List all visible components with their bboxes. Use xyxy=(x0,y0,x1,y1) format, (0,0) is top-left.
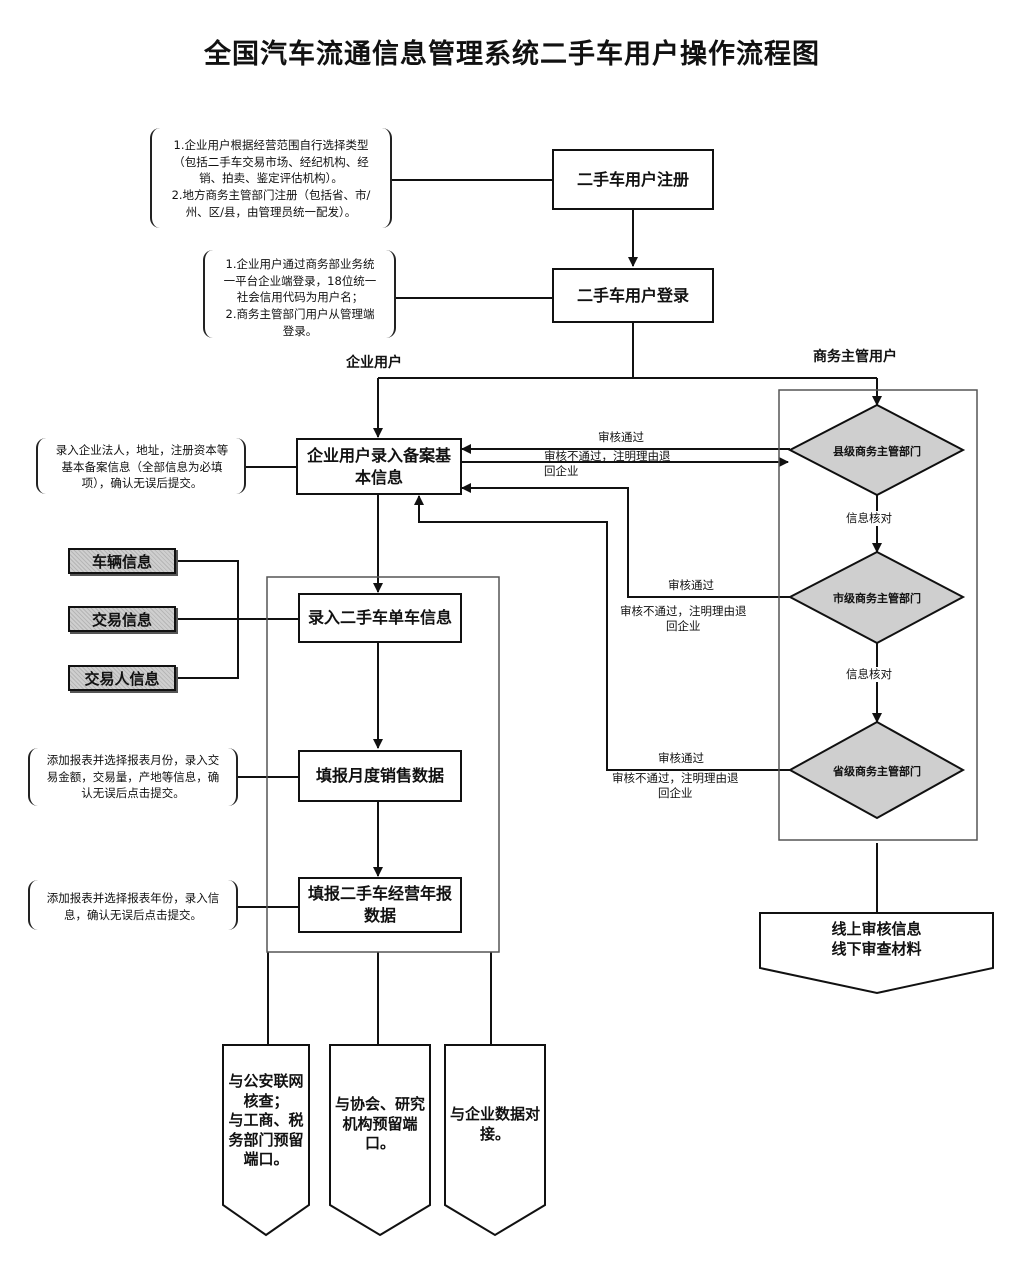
province-diamond-label: 省级商务主管部门 xyxy=(833,765,921,778)
commerce-frame xyxy=(778,389,978,841)
output-enterprise-label: 与企业数据对接。 xyxy=(450,1105,541,1143)
city-diamond-label: 市级商务主管部门 xyxy=(833,592,921,605)
commerce-user-label: 商务主管用户 xyxy=(813,349,897,365)
vehicle-info-box: 车辆信息 xyxy=(68,548,176,574)
login-note-brace-left xyxy=(203,250,215,338)
filing-note-brace-left xyxy=(36,438,48,494)
monthly-note-brace-left xyxy=(28,748,40,806)
enterprise-user-label: 企业用户 xyxy=(346,355,402,371)
login-note-brace-right xyxy=(384,250,396,338)
county-diamond-label: 县级商务主管部门 xyxy=(833,445,921,458)
login-note: 1.企业用户通过商务部业务统一平台企业端登录，18位统一社会信用代码为用户名； … xyxy=(223,257,377,338)
step-register-box: 二手车用户注册 xyxy=(552,149,714,210)
annual-note-brace-left xyxy=(28,880,40,930)
city-approved-label: 审核通过 xyxy=(668,578,714,592)
register-note: 1.企业用户根据经营范围自行选择类型（包括二手车交易市场、经纪机构、经销、拍卖、… xyxy=(171,138,371,219)
output-enterprise-shape xyxy=(444,1044,546,1237)
output-police-shape xyxy=(222,1044,310,1237)
annual-note: 添加报表并选择报表年份，录入信息，确认无误后点击提交。 xyxy=(46,891,220,922)
step-single-car-box: 录入二手车单车信息 xyxy=(298,593,462,643)
province-return-arrow xyxy=(414,495,792,771)
step-filing-box: 企业用户录入备案基本信息 xyxy=(296,438,462,495)
step-monthly-box: 填报月度销售数据 xyxy=(298,750,462,802)
province-approved-label: 审核通过 xyxy=(658,751,704,765)
county-rejected-label: 审核不通过，注明理由退 回企业 xyxy=(544,449,671,478)
annual-note-brace-right xyxy=(226,880,238,930)
city-return-arrow xyxy=(461,483,792,598)
step-annual-box: 填报二手车经营年报数据 xyxy=(298,877,462,933)
register-note-brace-left xyxy=(150,128,162,228)
monthly-note: 添加报表并选择报表月份，录入交易金额，交易量，产地等信息，确认无误后点击提交。 xyxy=(46,753,220,801)
page-title: 全国汽车流通信息管理系统二手车用户操作流程图 xyxy=(204,39,820,70)
county-approved-label: 审核通过 xyxy=(598,430,644,444)
enterprise-data-frame xyxy=(266,576,500,953)
info-check-label-1: 信息核对 xyxy=(846,511,892,526)
output-association-shape xyxy=(329,1044,431,1237)
city-rejected-label: 审核不通过，注明理由退 回企业 xyxy=(620,604,747,633)
review-shape xyxy=(759,912,994,995)
review-output-label: 线上审核信息 线下审查材料 xyxy=(831,920,922,958)
output-police-label: 与公安联网核查； 与工商、税务部门预留端口。 xyxy=(228,1072,304,1168)
transaction-info-box: 交易信息 xyxy=(68,606,176,632)
filing-note-brace-right xyxy=(234,438,246,494)
party-info-box: 交易人信息 xyxy=(68,665,176,691)
step-login-box: 二手车用户登录 xyxy=(552,268,714,323)
filing-note: 录入企业法人，地址，注册资本等基本备案信息（全部信息为必填项），确认无误后提交。 xyxy=(55,443,229,491)
monthly-note-brace-right xyxy=(226,748,238,806)
register-note-brace-right xyxy=(380,128,392,228)
province-diamond xyxy=(787,720,966,820)
province-rejected-label: 审核不通过，注明理由退 回企业 xyxy=(612,771,739,800)
info-check-label-2: 信息核对 xyxy=(846,667,892,682)
city-diamond xyxy=(787,550,966,645)
output-association-label: 与协会、研究机构预留端口。 xyxy=(334,1095,425,1152)
county-diamond xyxy=(787,403,966,497)
